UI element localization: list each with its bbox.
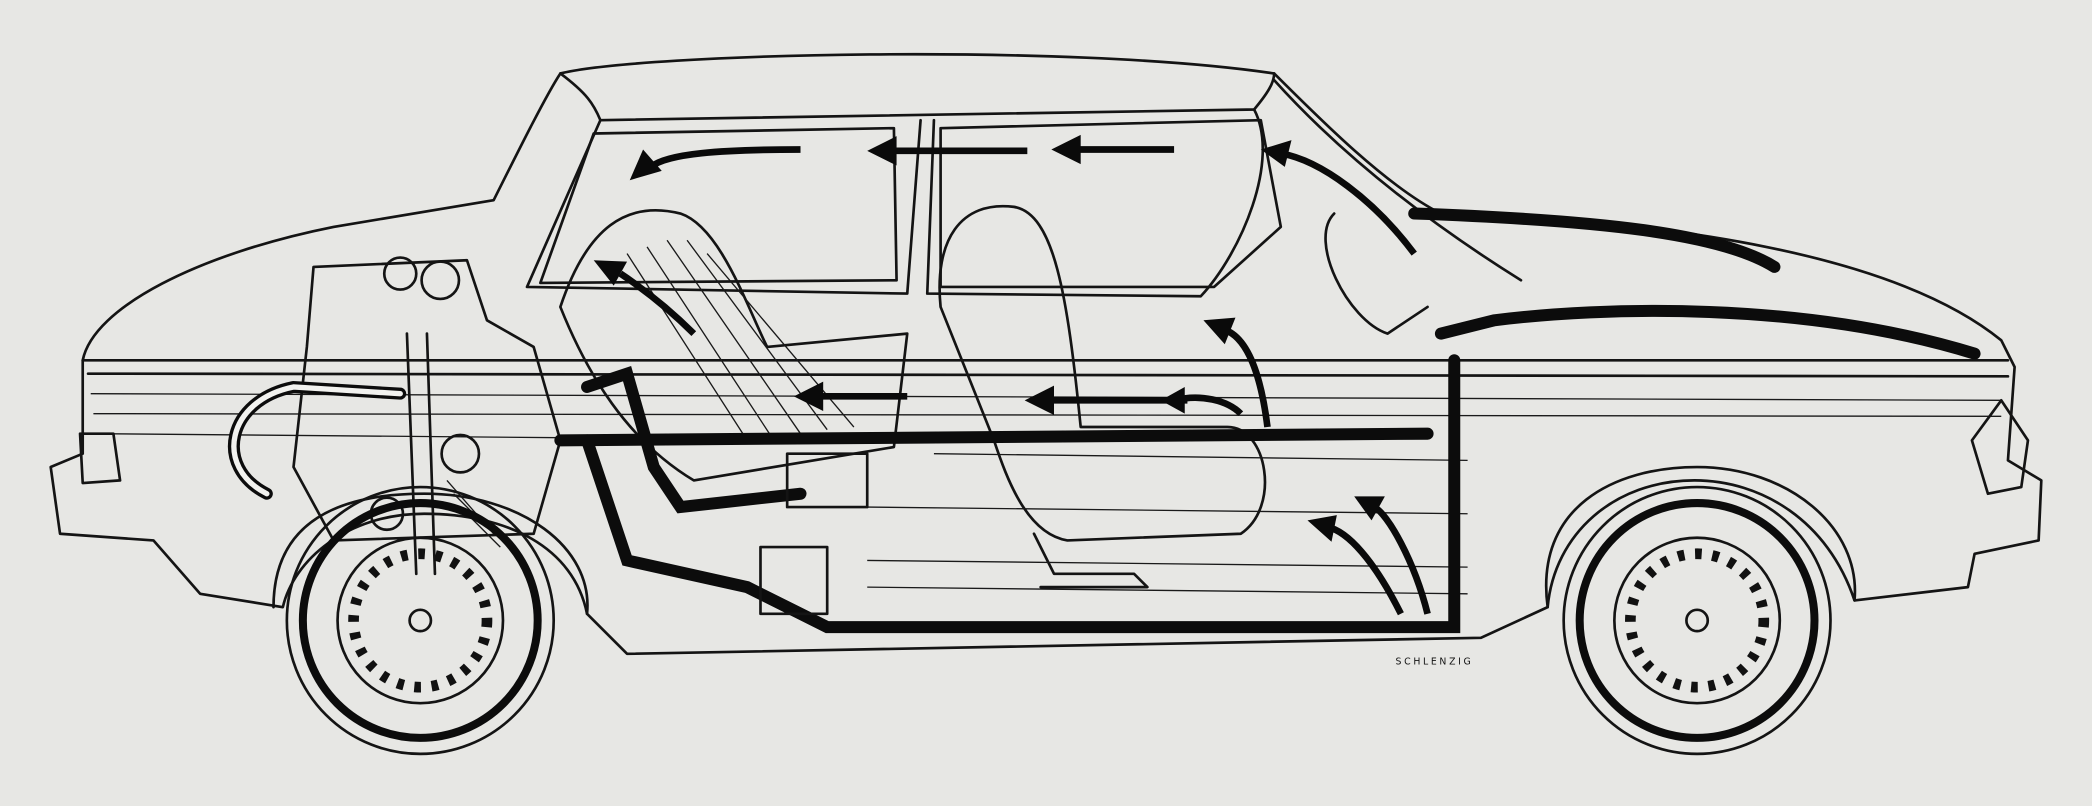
heating-ducts	[554, 207, 1981, 634]
front-wheel	[285, 485, 556, 756]
car-body	[49, 52, 2043, 656]
artist-signature: SCHLENZIG	[1396, 657, 1474, 668]
engine	[227, 256, 562, 576]
front-seat	[867, 204, 1468, 595]
rear-wheel	[1562, 485, 1832, 756]
rear-seat	[559, 208, 909, 482]
airflow-arrows	[593, 134, 1431, 616]
